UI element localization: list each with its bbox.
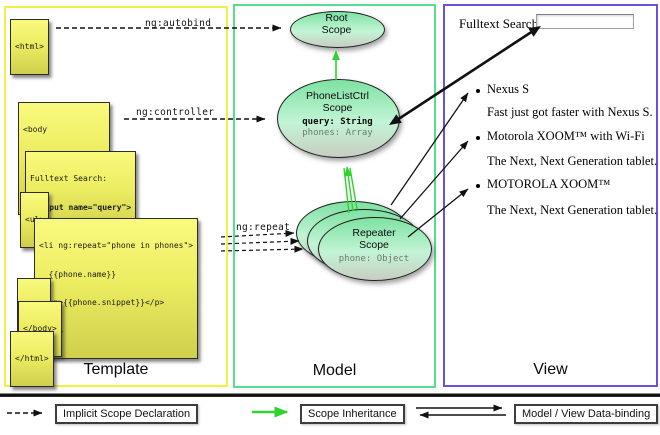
view-search-label: Fulltext Search:	[459, 16, 542, 31]
view-item-name: MOTOROLA XOOM™	[487, 177, 611, 191]
code-box-li-repeat: <li ng:repeat="phone in phones"> {{phone…	[34, 218, 199, 359]
root-scope-line2: Scope	[321, 24, 352, 36]
root-scope-label: Root Scope	[290, 12, 383, 36]
legend-implicit-scope-label: Implicit Scope Declaration	[55, 404, 199, 424]
model-column-title: Model	[312, 362, 357, 379]
ng-controller-label: ng:controller	[136, 107, 215, 118]
view-item-name: Motorola XOOM™ with Wi-Fi	[487, 129, 645, 143]
code-text: </li>	[39, 327, 193, 337]
bullet-icon	[476, 89, 480, 93]
code-text: </body>	[23, 324, 57, 333]
view-item-snippet: The Next, Next Generation tablet.	[487, 154, 658, 168]
code-text: </html>	[15, 354, 49, 363]
template-column-title: Template	[83, 361, 149, 378]
repeater-line2: Scope	[359, 239, 389, 251]
code-text: {{phone.name}}	[39, 269, 117, 279]
repeater-line1: Repeater	[352, 227, 396, 239]
code-text: <p>{{phone.snippet}}</p>	[39, 298, 165, 307]
legend-scope-inheritance-label: Scope Inheritance	[300, 404, 405, 424]
phonelistctrl-scope-ellipse	[277, 79, 400, 158]
phonelistctrl-prop-phones: phones: Array	[302, 128, 373, 138]
bullet-icon	[476, 136, 480, 140]
phonelistctrl-scope-label: PhoneListCtrl Scope query: String phones…	[277, 90, 398, 139]
root-scope-ellipse	[290, 11, 385, 48]
root-scope-line1: Root	[325, 12, 348, 24]
legend-data-binding-label: Model / View Data-binding	[514, 404, 659, 424]
view-item-snippet: The Next, Next Generation tablet.	[487, 203, 658, 217]
ng-repeat-label: ng:repeat	[236, 222, 291, 233]
code-box-html-close: </html>	[10, 331, 54, 387]
bullet-icon	[476, 184, 480, 188]
repeater-prop-phone: phone: Object	[338, 254, 410, 264]
view-column: View	[443, 4, 658, 387]
view-item-snippet: Fast just got faster with Nexus S.	[487, 105, 653, 119]
code-text: <body	[23, 125, 48, 134]
legend-double-arrow	[416, 404, 506, 419]
code-text: Fulltext Search:	[30, 174, 108, 183]
legend-separator-line	[0, 393, 660, 397]
code-text: <li ng:repeat="phone in phones">	[39, 241, 194, 250]
code-text: <input name="query">	[30, 202, 132, 212]
ng-autobind-label: ng:autobind	[145, 18, 212, 29]
view-column-title: View	[533, 361, 568, 378]
repeater-scope-label: Repeater Scope phone: Object	[318, 227, 430, 265]
model-column: Model	[233, 4, 436, 388]
view-item-name: Nexus S	[487, 82, 530, 96]
view-search-input[interactable]	[536, 14, 634, 29]
phonelistctrl-prop-query: query: String	[302, 117, 373, 127]
code-text: <html>	[15, 42, 44, 51]
phonelistctrl-line1: PhoneListCtrl	[305, 90, 370, 102]
phonelistctrl-line2: Scope	[322, 102, 353, 114]
code-box-html-open: <html>	[10, 19, 49, 75]
